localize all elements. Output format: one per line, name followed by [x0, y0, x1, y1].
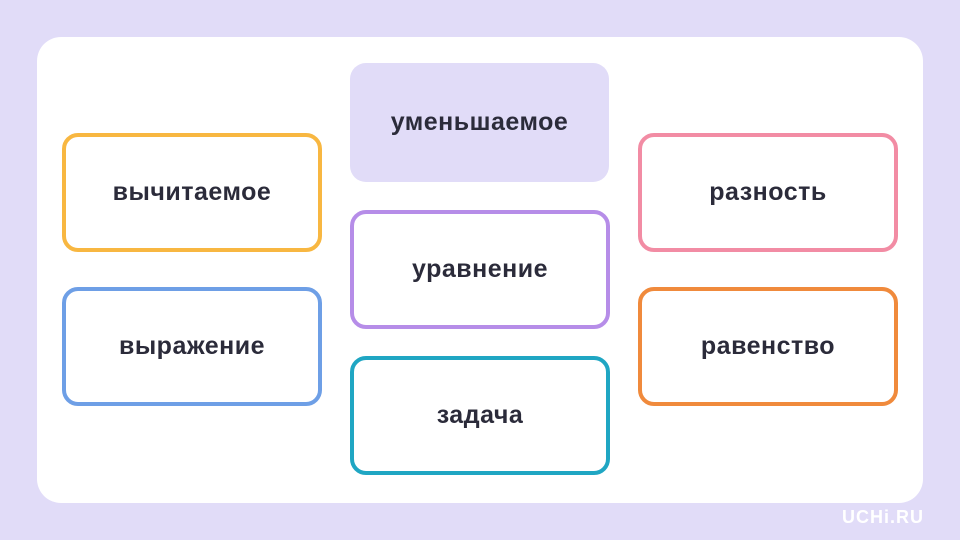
card-difference-label: разность — [709, 178, 827, 206]
card-equation[interactable]: уравнение — [350, 210, 610, 329]
card-equality-label: равенство — [700, 332, 836, 360]
brand-logo: UCHi.RU — [842, 507, 924, 527]
card-task[interactable]: задача — [350, 356, 610, 475]
card-minuend[interactable]: уменьшаемое — [350, 63, 609, 182]
card-equality[interactable]: равенство — [638, 287, 898, 406]
card-subtrahend[interactable]: вычитаемое — [62, 133, 322, 252]
card-equation-label: уравнение — [412, 255, 548, 283]
card-expression[interactable]: выражение — [62, 287, 322, 406]
card-task-label: задача — [436, 401, 524, 429]
card-difference[interactable]: разность — [638, 133, 898, 252]
card-subtrahend-label: вычитаемое — [112, 178, 272, 206]
card-expression-label: выражение — [118, 332, 266, 360]
card-minuend-label: уменьшаемое — [390, 108, 569, 136]
